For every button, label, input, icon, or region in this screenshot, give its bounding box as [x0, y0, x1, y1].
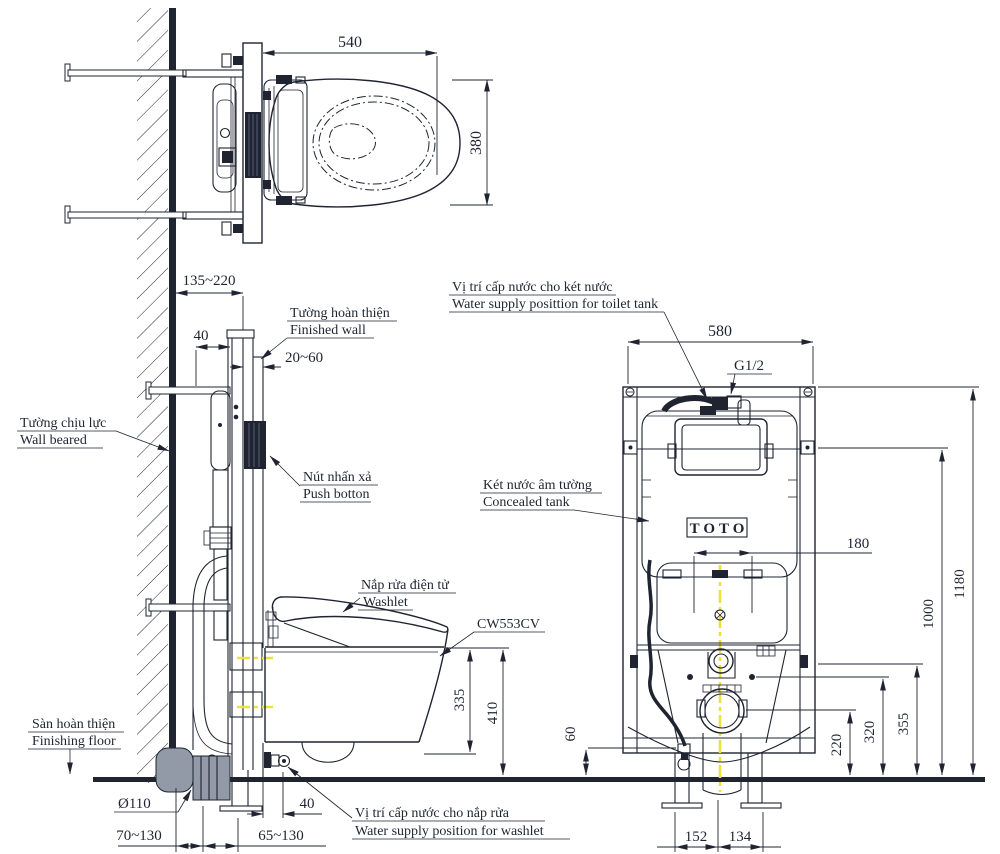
side-view: 135~220 40 20~60 Tường hoàn thiện Finish… [17, 273, 570, 852]
brand-logo: TOTO [690, 521, 749, 537]
dim-frame-width: 580 [708, 323, 732, 340]
dim-finish-gap: 20~60 [285, 350, 323, 366]
label-model: CW553CV [477, 617, 540, 632]
label-load-wall-vi: Tường chịu lực [20, 416, 106, 431]
dim-washlet-supply-height: 60 [563, 727, 579, 742]
label-floor-en: Finishing floor [32, 734, 116, 749]
label-floor-vi: Sàn hoàn thiện [32, 717, 115, 732]
dim-frame-offset: 40 [194, 328, 209, 344]
label-tank-supply-vi: Vị trí cấp nước cho két nước [452, 280, 613, 295]
wall-anchor-bolts [64, 63, 231, 617]
dim-drain-diameter: Ø110 [118, 796, 151, 812]
label-finished-wall-en: Finished wall [290, 323, 366, 338]
dim-wall-range: 135~220 [182, 273, 235, 289]
label-push-button-vi: Nút nhấn xả [303, 470, 372, 485]
dim-supply-height: 1000 [921, 599, 937, 629]
dim-foot-span-right: 134 [729, 829, 752, 845]
dim-supply-offset-range: 65~130 [258, 828, 304, 844]
dim-foot-span-left: 152 [685, 829, 708, 845]
dim-bracket-height: 355 [896, 713, 912, 736]
dim-outlet-width: 180 [847, 536, 870, 552]
label-connection-thread: G1/2 [734, 358, 764, 374]
dim-bowl-height: 335 [452, 689, 468, 712]
dim-plan-width: 380 [468, 131, 485, 155]
label-load-wall-en: Wall beared [20, 433, 87, 448]
dim-drain-offset-range: 70~130 [116, 828, 162, 844]
label-finished-wall-vi: Tường hoàn thiện [290, 306, 390, 321]
label-tank-supply-en: Water supply posittion for toilet tank [452, 297, 658, 312]
label-concealed-tank-en: Concealed tank [483, 495, 570, 510]
dim-rim-height: 410 [485, 702, 501, 725]
label-washlet-en: Washlet [363, 595, 408, 610]
plan-view: 540 380 [182, 34, 493, 244]
front-view: TOTO [449, 280, 979, 852]
label-washlet-supply-en: Water supply position for washlet [355, 824, 544, 839]
dim-alt-supply-height: 320 [862, 721, 878, 744]
dim-drain-height: 220 [829, 734, 845, 757]
dim-frame-height: 1180 [952, 569, 968, 598]
label-concealed-tank-vi: Két nước âm tường [483, 478, 592, 493]
label-washlet-supply-vi: Vị trí cấp nước cho nắp rửa [355, 806, 510, 821]
floor-line [93, 777, 985, 782]
dim-washlet-supply-offset: 40 [300, 796, 315, 812]
label-washlet-vi: Nắp rửa điện tử [361, 578, 449, 593]
label-push-button-en: Push botton [303, 487, 370, 502]
bearing-wall-section [137, 8, 176, 783]
dim-plan-length: 540 [338, 34, 362, 51]
